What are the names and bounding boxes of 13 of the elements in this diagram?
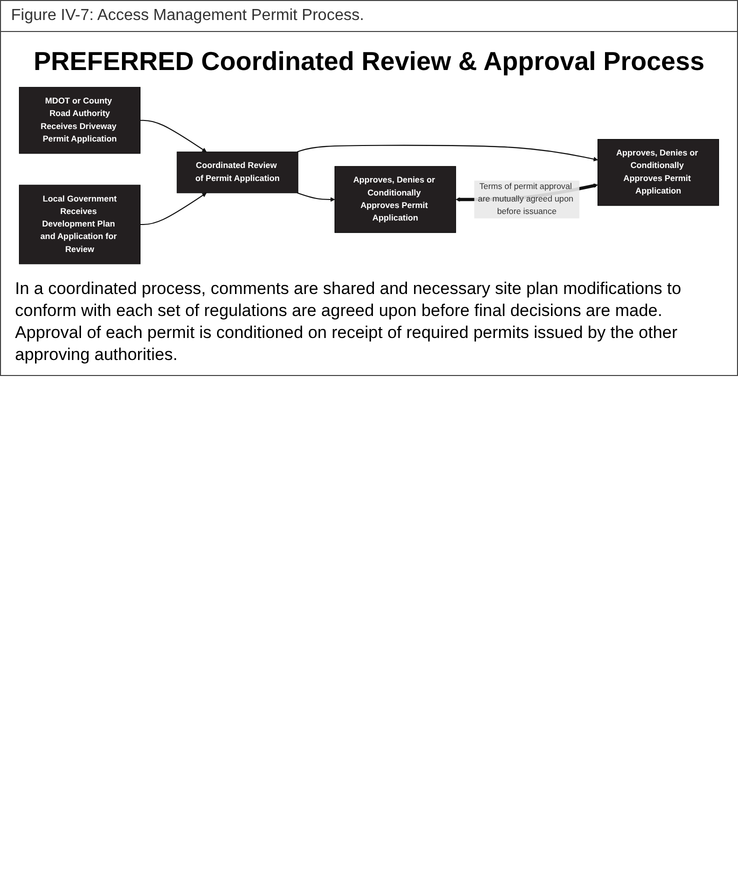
arrow [297, 192, 336, 202]
node-box: Approves, Denies or Conditionally Approves Permit Application [334, 166, 456, 233]
arrow [140, 192, 207, 226]
node-box: Local Government Receives Development Plan and Application for Review [18, 184, 140, 264]
arrow [297, 144, 598, 162]
figure-caption: Figure IV-7: Access Management Permit Process. [0, 0, 738, 32]
node-box: Coordinated Review of Permit Application [176, 152, 298, 194]
edge-label: Terms of permit approval are mutually agreed upon before issuance [478, 182, 574, 216]
note-text: In a coordinated process, comments are shared and necessary site plan modifications to conform with each set of regulations are agreed upon before final decisions are made. Approval of each permit is conditioned on receipt of required permits issued by the other approving authorities. [15, 278, 682, 366]
arrow [140, 120, 207, 152]
diagram-title: PREFERRED Coordinated Review & Approval Process [32, 46, 706, 77]
node-box: Approves, Denies or Conditionally Approves Permit Application [598, 139, 720, 206]
node-box: MDOT or County Road Authority Receives Driveway Permit Application [18, 86, 140, 154]
